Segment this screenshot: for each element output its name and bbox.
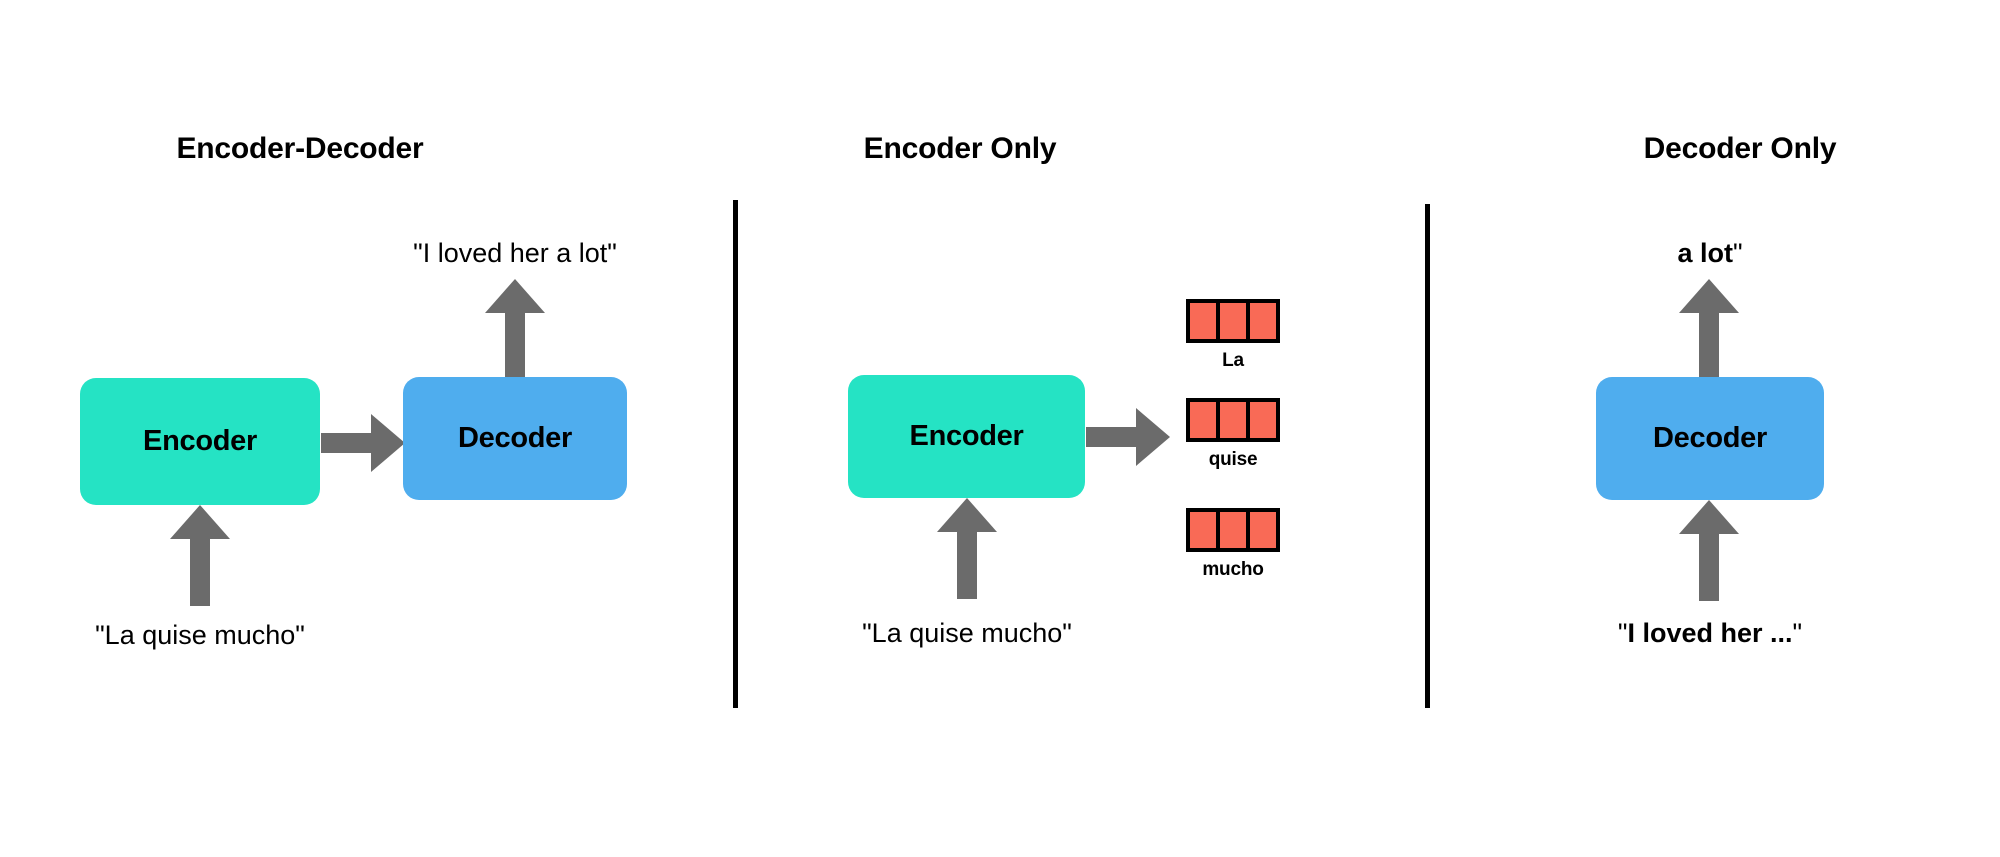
arrow-head bbox=[371, 414, 405, 472]
arrow-head bbox=[937, 498, 997, 532]
input-open-quote: " bbox=[1617, 618, 1628, 648]
token-cell bbox=[1220, 402, 1246, 438]
token-cell bbox=[1250, 512, 1276, 548]
decoder-only-output-tail: " bbox=[1732, 238, 1743, 268]
input-close-quote: " bbox=[1792, 618, 1803, 648]
token-cell bbox=[1190, 512, 1216, 548]
arrow-head bbox=[1679, 279, 1739, 313]
arrow-up-icon bbox=[937, 498, 997, 599]
token-cell bbox=[1250, 303, 1276, 339]
panel-title-encoder-only: Encoder Only bbox=[863, 132, 1057, 165]
arrow-head bbox=[1679, 500, 1739, 534]
panel-title-encoder-decoder: Encoder-Decoder bbox=[176, 132, 424, 165]
encoder-box-panel2[interactable]: Encoder bbox=[848, 375, 1085, 498]
token-cell bbox=[1190, 303, 1216, 339]
token-group-la: La bbox=[1186, 299, 1280, 372]
arrow-up-icon bbox=[485, 279, 545, 380]
panel-title-decoder-only: Decoder Only bbox=[1643, 132, 1837, 165]
token-block bbox=[1186, 299, 1280, 343]
token-cell bbox=[1190, 402, 1216, 438]
input-bold-text: I loved her ... bbox=[1627, 618, 1793, 648]
token-label: La bbox=[1222, 350, 1244, 371]
vertical-divider-2 bbox=[1425, 204, 1430, 708]
encoder-box-panel1[interactable]: Encoder bbox=[80, 378, 320, 505]
token-label: quise bbox=[1208, 449, 1258, 470]
arrow-shaft bbox=[1086, 427, 1138, 447]
arrow-up-icon bbox=[1679, 279, 1739, 380]
arrow-head bbox=[485, 279, 545, 313]
arrow-right-icon bbox=[321, 414, 405, 472]
arrow-shaft bbox=[190, 538, 210, 606]
arrow-shaft bbox=[957, 531, 977, 599]
token-cell bbox=[1220, 512, 1246, 548]
token-block bbox=[1186, 508, 1280, 552]
token-block bbox=[1186, 398, 1280, 442]
arrow-head bbox=[1136, 408, 1170, 466]
decoder-box-panel3[interactable]: Decoder bbox=[1596, 377, 1824, 500]
encoder-decoder-output-text: "I loved her a lot" bbox=[413, 238, 617, 268]
decoder-box-panel1[interactable]: Decoder bbox=[403, 377, 627, 500]
arrow-shaft bbox=[1699, 312, 1719, 380]
encoder-decoder-input-text: "La quise mucho" bbox=[95, 620, 305, 650]
encoder-only-input-text: "La quise mucho" bbox=[862, 618, 1072, 648]
token-cell bbox=[1220, 303, 1246, 339]
arrow-shaft bbox=[321, 433, 373, 453]
decoder-only-output-bold: a lot bbox=[1677, 238, 1733, 268]
arrow-up-icon bbox=[1679, 500, 1739, 601]
token-label: mucho bbox=[1202, 559, 1264, 580]
token-group-quise: quise bbox=[1186, 398, 1280, 471]
arrow-shaft bbox=[505, 312, 525, 380]
decoder-only-output-text: a lot" bbox=[1677, 238, 1742, 269]
token-group-mucho: mucho bbox=[1186, 508, 1280, 581]
arrow-right-icon bbox=[1086, 408, 1170, 466]
vertical-divider-1 bbox=[733, 200, 738, 708]
token-cell bbox=[1250, 402, 1276, 438]
arrow-shaft bbox=[1699, 533, 1719, 601]
decoder-only-input-text: "I loved her ..." bbox=[1618, 618, 1802, 649]
arrow-up-icon bbox=[170, 505, 230, 606]
arrow-head bbox=[170, 505, 230, 539]
